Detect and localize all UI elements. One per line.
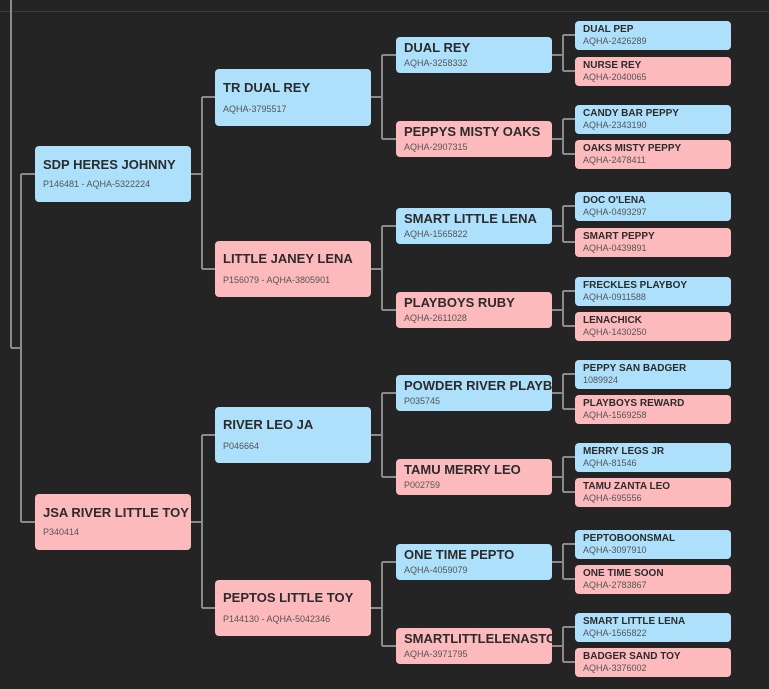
horse-name: NURSE REY xyxy=(583,59,642,71)
horse-card-gen4-11[interactable]: MERRY LEGS JR AQHA-81546 xyxy=(575,443,731,472)
horse-name: JSA RIVER LITTLE TOY xyxy=(43,505,189,521)
horse-name: TAMU MERRY LEO xyxy=(404,462,521,478)
horse-registration: AQHA-2343190 xyxy=(583,120,647,131)
horse-registration: AQHA-2783867 xyxy=(583,580,647,591)
horse-registration: AQHA-4059079 xyxy=(404,565,468,576)
horse-card-gen4-4[interactable]: OAKS MISTY PEPPY AQHA-2478411 xyxy=(575,140,731,169)
horse-registration: P144130 - AQHA-5042346 xyxy=(223,614,331,625)
horse-registration: AQHA-3971795 xyxy=(404,649,468,660)
horse-card-gen3-6[interactable]: TAMU MERRY LEO P002759 xyxy=(396,459,552,495)
horse-registration: P156079 - AQHA-3805901 xyxy=(223,275,331,286)
horse-registration: AQHA-3097910 xyxy=(583,545,647,556)
horse-card-sire-dam[interactable]: LITTLE JANEY LENA P156079 - AQHA-3805901 xyxy=(215,241,371,297)
horse-name: POWDER RIVER PLAYBOY xyxy=(404,378,552,394)
horse-registration: AQHA-3258332 xyxy=(404,58,468,69)
horse-registration: AQHA-0493297 xyxy=(583,207,647,218)
horse-name: TAMU ZANTA LEO xyxy=(583,480,671,492)
horse-registration: AQHA-2478411 xyxy=(583,155,646,166)
horse-card-gen4-13[interactable]: PEPTOBOONSMAL AQHA-3097910 xyxy=(575,530,731,559)
horse-card-gen4-3[interactable]: CANDY BAR PEPPY AQHA-2343190 xyxy=(575,105,731,134)
horse-name: PEPTOBOONSMAL xyxy=(583,532,676,544)
horse-registration: P035745 xyxy=(404,396,441,407)
horse-name: MERRY LEGS JR xyxy=(583,445,665,457)
horse-name: BADGER SAND TOY xyxy=(583,650,681,662)
horse-registration: P146481 - AQHA-5322224 xyxy=(43,179,151,190)
horse-registration: AQHA-0439891 xyxy=(583,243,647,254)
horse-name: PEPPY SAN BADGER xyxy=(583,362,687,374)
horse-card-gen3-4[interactable]: PLAYBOYS RUBY AQHA-2611028 xyxy=(396,292,552,328)
horse-name: DUAL REY xyxy=(404,40,471,56)
horse-card-gen3-7[interactable]: ONE TIME PEPTO AQHA-4059079 xyxy=(396,544,552,580)
horse-name: ONE TIME SOON xyxy=(583,567,664,579)
horse-card-dam-sire[interactable]: RIVER LEO JA P046664 xyxy=(215,407,371,463)
horse-card-gen3-8[interactable]: SMARTLITTLELENASTOY AQHA-3971795 xyxy=(396,628,552,664)
horse-card-gen4-12[interactable]: TAMU ZANTA LEO AQHA-695556 xyxy=(575,478,731,507)
horse-name: PEPPYS MISTY OAKS xyxy=(404,124,541,140)
horse-card-gen4-1[interactable]: DUAL PEP AQHA-2426289 xyxy=(575,21,731,50)
horse-name: RIVER LEO JA xyxy=(223,417,314,433)
horse-registration: P046664 xyxy=(223,441,260,452)
horse-card-dam[interactable]: JSA RIVER LITTLE TOY P340414 xyxy=(35,494,191,550)
horse-registration: AQHA-81546 xyxy=(583,458,637,469)
horse-registration: AQHA-1430250 xyxy=(583,327,647,338)
horse-name: DOC O'LENA xyxy=(583,194,646,206)
horse-name: CANDY BAR PEPPY xyxy=(583,107,679,119)
horse-name: OAKS MISTY PEPPY xyxy=(583,142,682,154)
horse-card-gen4-7[interactable]: FRECKLES PLAYBOY AQHA-0911588 xyxy=(575,277,731,306)
horse-registration: P340414 xyxy=(43,527,80,538)
horse-name: ONE TIME PEPTO xyxy=(404,547,515,563)
horse-name: SMART LITTLE LENA xyxy=(583,615,686,627)
horse-name: PLAYBOYS RUBY xyxy=(404,295,515,311)
horse-registration: AQHA-695556 xyxy=(583,493,642,504)
horse-name: LITTLE JANEY LENA xyxy=(223,251,353,267)
horse-name: TR DUAL REY xyxy=(223,79,311,95)
horse-card-gen4-5[interactable]: DOC O'LENA AQHA-0493297 xyxy=(575,192,731,221)
horse-name: PEPTOS LITTLE TOY xyxy=(223,590,354,606)
horse-registration: AQHA-0911588 xyxy=(583,292,646,303)
horse-card-gen3-1[interactable]: DUAL REY AQHA-3258332 xyxy=(396,37,552,73)
horse-registration: AQHA-3795517 xyxy=(223,103,287,114)
horse-card-gen4-9[interactable]: PEPPY SAN BADGER 1089924 xyxy=(575,360,731,389)
horse-registration: AQHA-1569258 xyxy=(583,410,647,421)
horse-card-sire[interactable]: SDP HERES JOHNNY P146481 - AQHA-5322224 xyxy=(35,146,191,202)
horse-name: LENACHICK xyxy=(583,314,642,326)
horse-name: SDP HERES JOHNNY xyxy=(43,157,176,173)
horse-card-gen4-15[interactable]: SMART LITTLE LENA AQHA-1565822 xyxy=(575,613,731,642)
horse-card-gen4-14[interactable]: ONE TIME SOON AQHA-2783867 xyxy=(575,565,731,594)
horse-name: SMART PEPPY xyxy=(583,230,655,242)
horse-name: SMARTLITTLELENASTOY xyxy=(404,631,552,647)
horse-card-gen3-5[interactable]: POWDER RIVER PLAYBOY P035745 xyxy=(396,375,552,411)
horse-card-gen4-16[interactable]: BADGER SAND TOY AQHA-3376002 xyxy=(575,648,731,677)
horse-card-gen3-3[interactable]: SMART LITTLE LENA AQHA-1565822 xyxy=(396,208,552,244)
horse-registration: AQHA-1565822 xyxy=(404,229,468,240)
top-divider xyxy=(0,11,769,12)
horse-card-gen3-2[interactable]: PEPPYS MISTY OAKS AQHA-2907315 xyxy=(396,121,552,157)
horse-card-gen4-2[interactable]: NURSE REY AQHA-2040065 xyxy=(575,57,731,86)
horse-registration: AQHA-1565822 xyxy=(583,628,647,639)
horse-card-gen4-6[interactable]: SMART PEPPY AQHA-0439891 xyxy=(575,228,731,257)
horse-name: FRECKLES PLAYBOY xyxy=(583,279,688,291)
horse-card-sire-sire[interactable]: TR DUAL REY AQHA-3795517 xyxy=(215,69,371,126)
horse-registration: AQHA-2040065 xyxy=(583,72,647,83)
horse-registration: P002759 xyxy=(404,480,441,491)
horse-card-dam-dam[interactable]: PEPTOS LITTLE TOY P144130 - AQHA-5042346 xyxy=(215,580,371,636)
horse-registration: AQHA-2907315 xyxy=(404,142,468,153)
horse-registration: AQHA-2426289 xyxy=(583,36,647,47)
horse-registration: AQHA-3376002 xyxy=(583,663,647,674)
horse-name: DUAL PEP xyxy=(583,23,634,35)
horse-registration: AQHA-2611028 xyxy=(404,313,467,324)
horse-name: PLAYBOYS REWARD xyxy=(583,397,685,409)
horse-card-gen4-8[interactable]: LENACHICK AQHA-1430250 xyxy=(575,312,731,341)
horse-name: SMART LITTLE LENA xyxy=(404,211,537,227)
horse-registration: 1089924 xyxy=(583,375,619,386)
horse-card-gen4-10[interactable]: PLAYBOYS REWARD AQHA-1569258 xyxy=(575,395,731,424)
